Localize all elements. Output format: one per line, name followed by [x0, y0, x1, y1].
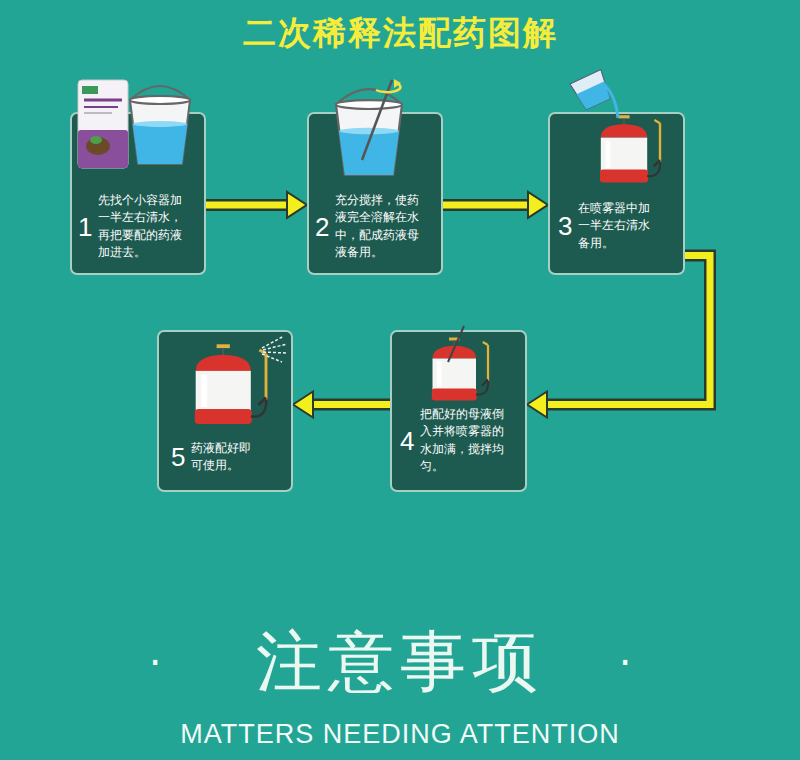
- step-row: 3在喷雾器中加一半左右清水备用。: [558, 200, 683, 252]
- stir-stick: [362, 80, 392, 160]
- decor-dot: ·: [619, 641, 632, 685]
- spray-mist: [262, 336, 287, 362]
- sprayer: [195, 344, 266, 424]
- step-text: 药液配好即可使用。: [191, 440, 255, 475]
- step-box: 4把配好的母液倒入并将喷雾器的水加满，搅拌均匀。: [390, 330, 527, 492]
- step-row: 5药液配好即可使用。: [171, 440, 291, 475]
- step-number: 4: [400, 428, 420, 454]
- rotation-arrow: [376, 84, 400, 92]
- title: 二次稀释法配药图解: [243, 15, 558, 51]
- step-text: 先找个小容器加一半左右清水，再把要配的药液加进去。: [98, 192, 186, 262]
- arrow-head: [293, 392, 313, 418]
- step-text: 充分搅拌，使药液完全溶解在水中，配成药液母液备用。: [335, 192, 423, 262]
- sprayer: [432, 338, 488, 401]
- step-number: 5: [171, 444, 191, 470]
- pitcher: [570, 70, 613, 112]
- decor-dot: ·: [149, 641, 162, 685]
- arrow-head: [287, 192, 307, 218]
- arrow-shaft: [545, 255, 710, 404]
- arrow-shaft: [443, 201, 530, 208]
- flow-arrow: [293, 392, 390, 418]
- subtitle: MATTERS NEEDING ATTENTION: [180, 720, 620, 750]
- step-box: 1先找个小容器加一半左右清水，再把要配的药液加进去。: [70, 112, 206, 275]
- arrow-outline: [206, 199, 289, 211]
- water-stream: [604, 84, 618, 118]
- arrow-outline: [545, 255, 710, 404]
- step-text: 把配好的母液倒入并将喷雾器的水加满，搅拌均匀。: [420, 406, 508, 476]
- arrow-outline: [311, 399, 390, 411]
- step-row: 1先找个小容器加一半左右清水，再把要配的药液加进去。: [78, 192, 204, 262]
- flow-arrow: [206, 192, 307, 218]
- arrow-head: [527, 392, 547, 418]
- step-box: 3在喷雾器中加一半左右清水备用。: [548, 112, 685, 275]
- arrow-outline: [443, 199, 530, 211]
- step-text: 在喷雾器中加一半左右清水备用。: [578, 200, 654, 252]
- arrow-shaft: [206, 201, 289, 208]
- step-number: 2: [315, 214, 335, 240]
- step-box: 2充分搅拌，使药液完全溶解在水中，配成药液母液备用。: [307, 112, 443, 275]
- arrow-head: [528, 192, 548, 218]
- step-box: 5药液配好即可使用。: [157, 330, 293, 492]
- bucket: [130, 86, 190, 164]
- stir-stick: [448, 326, 464, 362]
- step-number: 1: [78, 214, 98, 240]
- step-row: 2充分搅拌，使药液完全溶解在水中，配成药液母液备用。: [315, 192, 441, 262]
- step-number: 3: [558, 213, 578, 239]
- flow-arrow: [443, 192, 548, 218]
- arrow-shaft: [311, 401, 390, 408]
- pesticide-bag: [78, 80, 128, 168]
- sprayer: [600, 115, 660, 182]
- step-row: 4把配好的母液倒入并将喷雾器的水加满，搅拌均匀。: [400, 406, 525, 476]
- flow-arrow: [527, 255, 710, 417]
- section-heading: 注意事项: [256, 626, 544, 699]
- bucket: [336, 89, 402, 175]
- rotation-arrow-head: [394, 79, 401, 88]
